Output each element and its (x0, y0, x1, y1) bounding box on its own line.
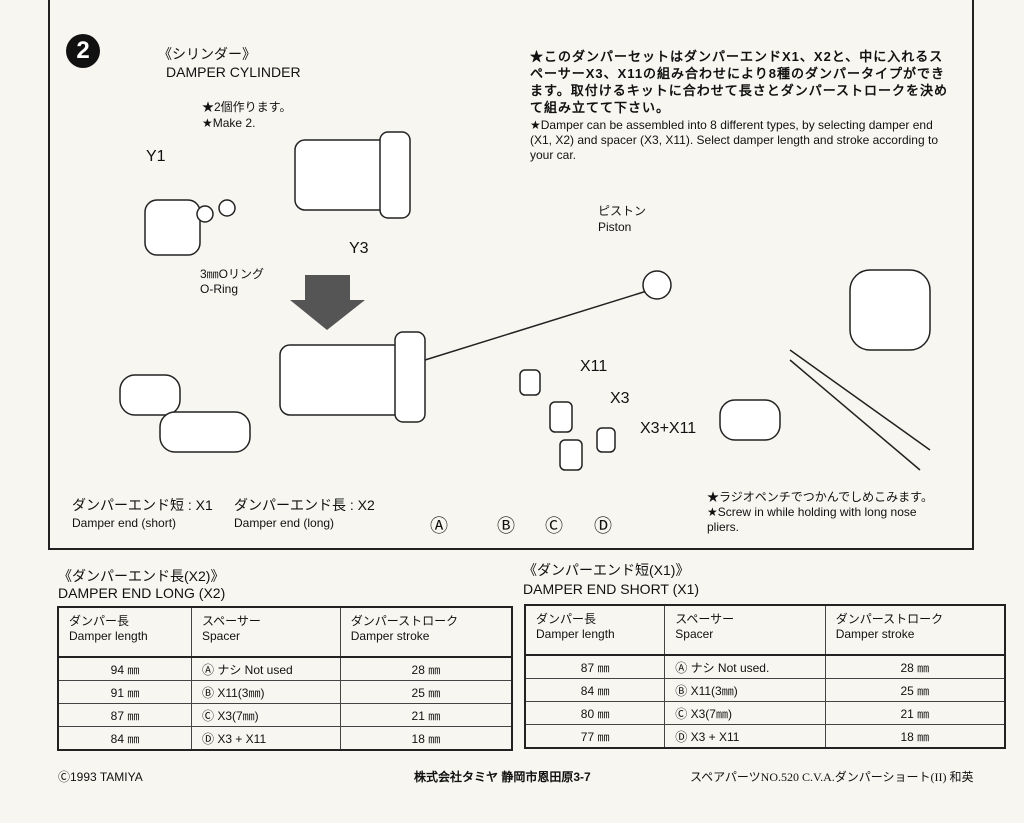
part-number: スペアパーツNO.520 C.V.A.ダンパーショート(II) 和英 (690, 770, 974, 784)
table-cell: Ⓒ X3(7㎜) (664, 701, 826, 725)
label-x1-jp: ダンパーエンド短 : X1 (72, 497, 213, 513)
table-cell: 25 ㎜ (339, 680, 513, 704)
pliers-note-jp: ★ラジオペンチでつかんでしめこみます。 (707, 490, 933, 504)
table-cell: Ⓒ X3(7㎜) (190, 703, 341, 727)
table-cell: 18 ㎜ (339, 726, 513, 751)
table-cell: 21 ㎜ (339, 703, 513, 727)
label-y1: Y1 (146, 148, 166, 165)
pliers-note-en: ★Screw in while holding with long nose p… (707, 505, 917, 534)
table-cell: 80 ㎜ (524, 701, 666, 725)
table-cell: Ⓐ ナシ Not used (190, 656, 341, 681)
table-cell: 18 ㎜ (824, 724, 1006, 749)
make-note-en: ★Make 2. (202, 116, 256, 130)
table-cell: 21 ㎜ (824, 701, 1006, 725)
table-short-title-jp: 《ダンパーエンド短(X1)》 (523, 562, 690, 578)
table-cell: Spacer (675, 627, 714, 641)
table-cell: 84 ㎜ (57, 726, 192, 751)
label-x2-en: Damper end (long) (234, 516, 335, 530)
table-cell: Ⓓ X3 + X11 (664, 724, 826, 749)
table-cell: Ⓑ X11(3㎜) (190, 680, 341, 704)
types-note-jp: ★このダンパーセットはダンパーエンドX1、X2と、中に入れるスペーサーX3、X1… (530, 49, 949, 115)
piston (642, 270, 672, 300)
table-cell: 28 ㎜ (824, 654, 1006, 679)
label-x3: X3 (610, 390, 630, 407)
table-cell: 77 ㎜ (524, 724, 666, 749)
table-cell: 91 ㎜ (57, 680, 192, 704)
marker-a: Ⓐ (430, 516, 448, 536)
damper-end-cap-y1 (144, 199, 201, 256)
label-piston-jp: ピストン (598, 204, 647, 218)
table-cell: Ⓓ X3 + X11 (190, 726, 341, 751)
table-cell: 87 ㎜ (524, 654, 666, 679)
company-address: 株式会社タミヤ 静岡市恩田原3-7 (414, 770, 591, 784)
table-cell: Damper length (69, 629, 148, 643)
table-cell: 25 ㎜ (824, 678, 1006, 702)
cylinder-title-jp: 《シリンダー》 (158, 46, 256, 62)
table-cell: 87 ㎜ (57, 703, 192, 727)
table-cell: Ⓑ X11(3㎜) (664, 678, 826, 702)
table-cell: Damper stroke (835, 627, 915, 641)
table-cell: ダンパー長 (536, 612, 597, 626)
make-note-jp: ★2個作ります。 (202, 100, 292, 114)
copyright: Ⓒ1993 TAMIYA (58, 770, 143, 784)
table-cell: 84 ㎜ (524, 678, 666, 702)
table-cell: Ⓐ ナシ Not used. (664, 654, 826, 679)
table-cell: Damper stroke (350, 629, 430, 643)
marker-d: Ⓓ (594, 516, 612, 536)
label-y3: Y3 (349, 240, 369, 257)
table-cell: 94 ㎜ (57, 656, 192, 681)
table-long-title-en: DAMPER END LONG (X2) (58, 585, 226, 601)
cylinder-title-en: DAMPER CYLINDER (166, 64, 301, 80)
table-cell: Damper length (536, 627, 615, 641)
types-note-en: ★Damper can be assembled into 8 differen… (530, 118, 938, 162)
marker-b: Ⓑ (497, 516, 515, 536)
step-number-badge: 2 (66, 34, 100, 68)
label-oring-jp: 3㎜Oリング (200, 267, 265, 281)
table-cell: 28 ㎜ (339, 656, 513, 681)
table-short-title-en: DAMPER END SHORT (X1) (523, 581, 700, 597)
label-x1-en: Damper end (short) (72, 516, 177, 530)
table-cell: スペーサー (675, 612, 735, 626)
label-oring-en: O-Ring (200, 282, 239, 296)
table-long-title-jp: 《ダンパーエンド長(X2)》 (58, 568, 225, 584)
assembly-diagram-frame (48, 0, 974, 550)
label-x3-x11: X3+X11 (640, 420, 697, 437)
table-cell: ダンパーストローク (350, 614, 459, 628)
label-x11: X11 (580, 358, 608, 375)
table-cell: ダンパーストローク (835, 612, 944, 626)
label-piston-en: Piston (598, 220, 632, 234)
table-cell: ダンパー長 (69, 614, 130, 628)
marker-c: Ⓒ (545, 516, 563, 536)
table-cell: スペーサー (201, 614, 261, 628)
label-x2-jp: ダンパーエンド長 : X2 (234, 497, 375, 513)
assembled-cylinder (279, 344, 411, 416)
damper-assembly-illustration (119, 131, 931, 471)
table-cell: Spacer (201, 629, 241, 643)
